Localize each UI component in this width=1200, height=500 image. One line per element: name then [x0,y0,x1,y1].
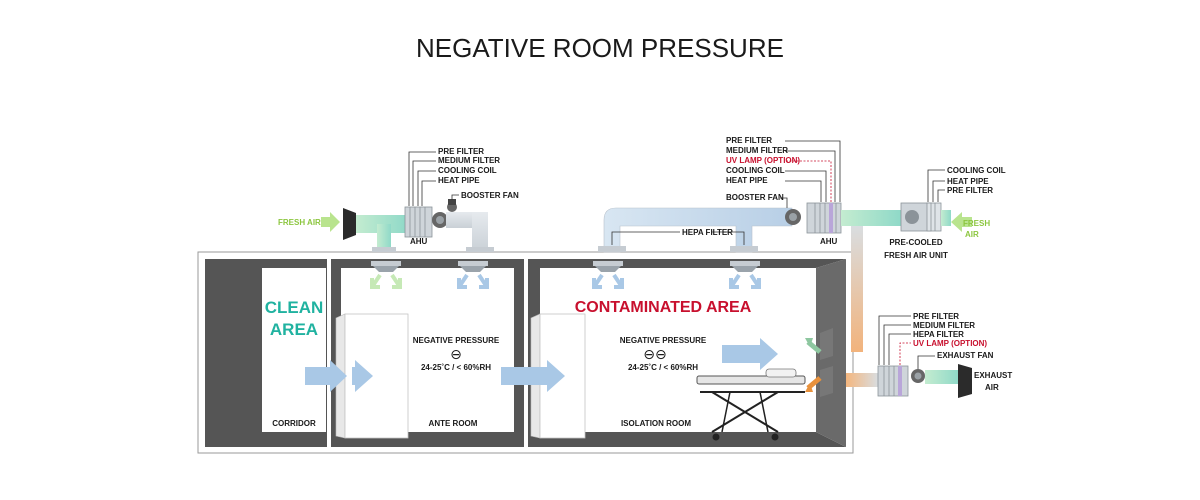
fresh-air-arrow-left [321,212,340,232]
exhaust-air-label-2: AIR [985,383,999,392]
building-section: CLEAN AREA CONTAMINATED AREA CORRIDOR AN… [197,251,854,454]
left-booster-fan-label: BOOSTER FAN [461,191,519,200]
left-pre-filter-label: PRE FILTER [438,147,484,156]
right-supply-system: HEPA FILTER PRE FILTER MEDIUM FILTER UV … [598,136,901,253]
ante-negative-pressure: NEGATIVE PRESSURE [413,336,500,345]
exhaust-filter-unit [877,365,925,397]
exhaust-grille-upper [805,328,833,360]
ante-fresh-diffuser [370,261,402,289]
exhaust-hepa-filter-label: HEPA FILTER [913,330,964,339]
ante-supply-diffuser [457,261,489,289]
right-booster-fan-label: BOOSTER FAN [726,193,784,202]
airflow-arrow-ante [352,360,373,392]
precooled-pre-filter-label: PRE FILTER [947,186,993,195]
iso-diffuser-2 [729,261,761,289]
precooled-unit-body [900,202,942,232]
hepa-filter-label: HEPA FILTER [682,228,733,237]
page-title: NEGATIVE ROOM PRESSURE [416,33,784,63]
airflow-arrow-corridor [305,360,347,392]
clean-area-label-2: AREA [270,320,318,339]
exhaust-grille-lower [805,366,833,397]
precooled-cooling-coil-label: COOLING COIL [947,166,1006,175]
fresh-air-label-right-2: AIR [965,230,979,239]
left-ahu-label: AHU [410,237,428,246]
left-ahu-system: FRESH AIR PRE FILTER MEDIUM FILT [278,147,519,252]
precooled-name-label-2: FRESH AIR UNIT [884,251,948,260]
right-pre-filter-label: PRE FILTER [726,136,772,145]
left-cooling-coil-label: COOLING COIL [438,166,497,175]
ante-room-label: ANTE ROOM [429,419,478,428]
fresh-air-arrow-right [951,212,972,232]
ante-pressure-symbol: ⊖ [450,347,462,363]
exhaust-pre-filter-label: PRE FILTER [913,312,959,321]
exhaust-air-label-1: EXHAUST [974,371,1012,380]
contaminated-area-label: CONTAMINATED AREA [575,299,752,316]
left-medium-filter-label: MEDIUM FILTER [438,156,500,165]
right-heat-pipe-label: HEAT PIPE [726,176,768,185]
exhaust-medium-filter-label: MEDIUM FILTER [913,321,975,330]
precooled-unit-system: FRESH AIR COOLING COIL HEAT PIPE PRE FIL… [851,166,1006,352]
iso-diffuser-1 [592,261,624,289]
airflow-arrow-ante-iso [501,360,565,392]
precooled-heat-pipe-label: HEAT PIPE [947,177,989,186]
ante-door [335,313,409,439]
fresh-air-label-left: FRESH AIR [278,218,321,227]
iso-conditions: 24-25˚C / < 60%RH [628,363,698,372]
airflow-arrow-iso [722,338,778,370]
right-ahu-unit [806,202,842,234]
left-heat-pipe-label: HEAT PIPE [438,176,480,185]
stretcher-bed [696,368,806,441]
right-cooling-coil-label: COOLING COIL [726,166,785,175]
iso-pressure-symbols: ⊖⊖ [643,347,666,363]
precooled-name-label-1: PRE-COOLED [889,238,943,247]
exhaust-fan-label: EXHAUST FAN [937,351,994,360]
iso-negative-pressure: NEGATIVE PRESSURE [620,336,707,345]
corridor-label: CORRIDOR [272,419,316,428]
ante-conditions: 24-25˚C / < 60%RH [421,363,491,372]
right-ahu-label: AHU [820,237,838,246]
exhaust-system: PRE FILTER MEDIUM FILTER HEPA FILTER UV … [846,312,1012,398]
isolation-room-label: ISOLATION ROOM [621,419,691,428]
clean-area-label-1: CLEAN [265,298,324,317]
fresh-air-label-right-1: FRESH [963,219,990,228]
exhaust-uv-lamp-label: UV LAMP (OPTION) [913,339,987,348]
right-uv-lamp-label: UV LAMP (OPTION) [726,156,800,165]
left-ahu-unit [404,206,448,238]
right-medium-filter-label: MEDIUM FILTER [726,146,788,155]
